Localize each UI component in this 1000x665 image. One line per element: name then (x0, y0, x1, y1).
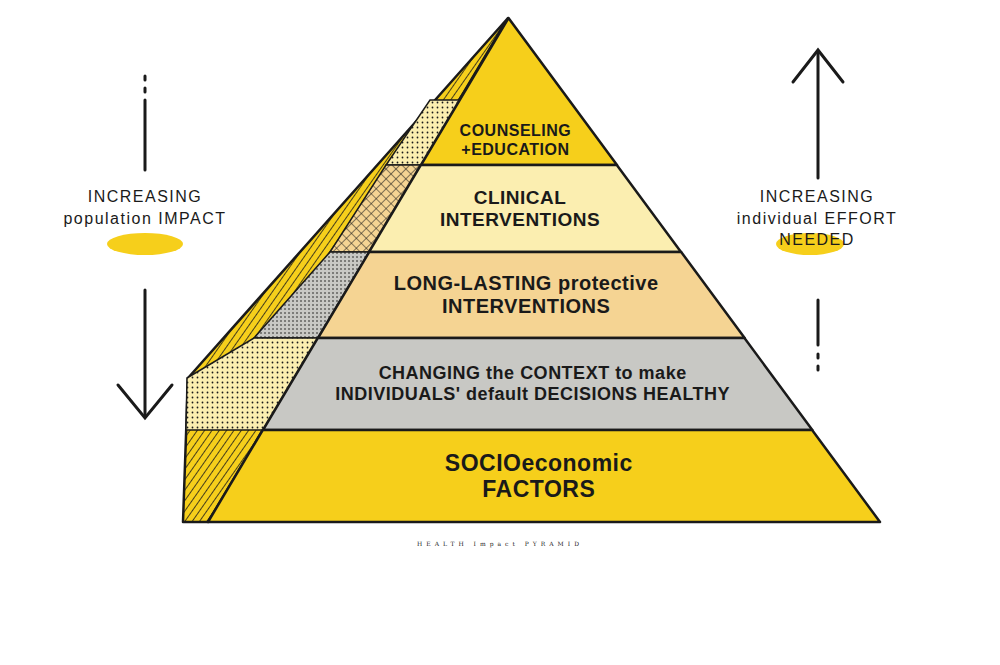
pyramid-band: CLINICAL INTERVENTIONS (369, 165, 681, 252)
band-label: CHANGING the CONTEXT to make INDIVIDUALS… (314, 363, 750, 404)
axis-note: INCREASING individual EFFORT NEEDED (722, 186, 912, 251)
pyramid-band: SOCIOeconomic FACTORS (208, 430, 880, 522)
band-label: COUNSELING +EDUCATION (458, 122, 573, 159)
band-label: LONG-LASTING protective INTERVENTIONS (369, 272, 684, 318)
band-label: CLINICAL INTERVENTIONS (420, 187, 621, 231)
pyramid-band: COUNSELING +EDUCATION (421, 18, 617, 165)
pyramid-band: CHANGING the CONTEXT to make INDIVIDUALS… (263, 338, 812, 430)
pyramid-band: LONG-LASTING protective INTERVENTIONS (318, 252, 745, 338)
axis-note: INCREASING population IMPACT (62, 186, 228, 229)
diagram-title: HEALTH Impact PYRAMID (0, 540, 1000, 547)
band-label: SOCIOeconomic FACTORS (389, 450, 689, 503)
